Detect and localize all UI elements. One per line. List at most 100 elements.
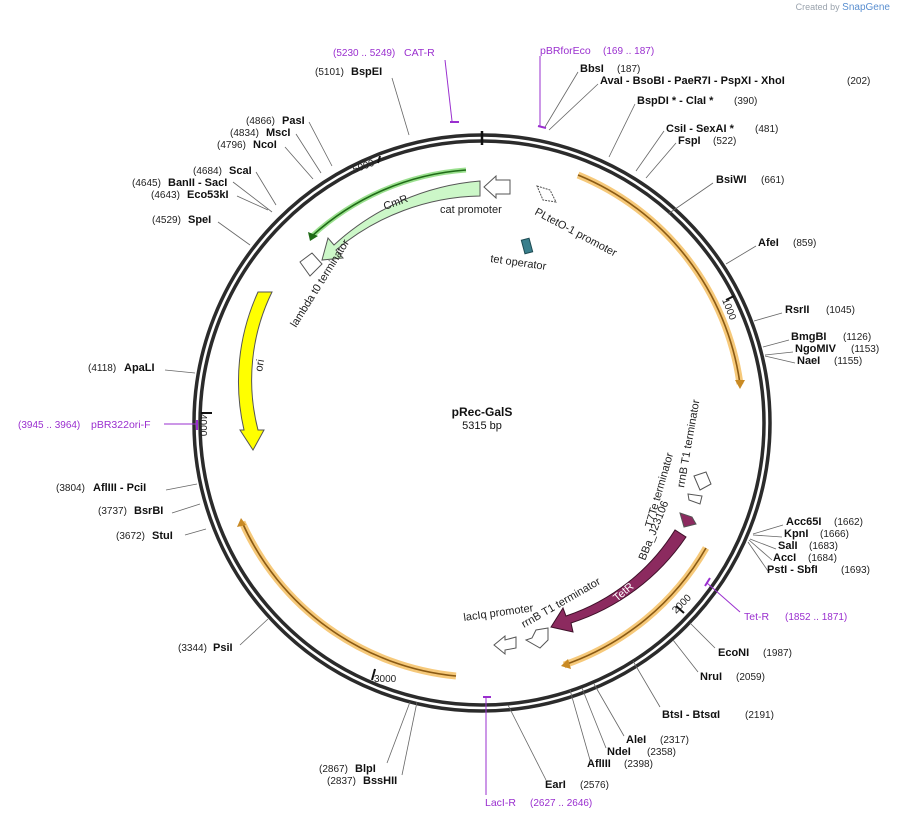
arrowhead-cmr-outline	[308, 232, 318, 241]
site-naei-pos: (1155)	[834, 356, 862, 367]
orange-feature-arc-bottom	[563, 547, 707, 666]
tet-operator-glyph	[520, 237, 534, 255]
site-nrui-pos: (2059)	[736, 672, 765, 683]
site-ngomiv-name: NgoMIV	[795, 343, 837, 355]
orange-feature-arc-right-glow	[576, 171, 744, 385]
site-stui-pos: (3672)	[116, 531, 145, 542]
site-kpni-name: KpnI	[784, 528, 808, 540]
site-bsrbi-name: BsrBI	[134, 505, 163, 517]
rrnb-t1-bottom-glyph	[524, 627, 549, 649]
brand-watermark: Created by SnapGene	[796, 2, 890, 13]
site-bmgbi-name: BmgBI	[791, 331, 826, 343]
tick-label-5000: 5000	[351, 158, 376, 176]
site-bsiwi-name: BsiWI	[716, 174, 747, 186]
primer-cat-r-range: (5230 .. 5249)	[333, 48, 395, 59]
site-rsrii-pos: (1045)	[826, 305, 855, 316]
primer-pbrforeco-range: (169 .. 187)	[603, 46, 654, 57]
site-ndei-name: NdeI	[607, 746, 631, 758]
site-apali-name: ApaLI	[124, 362, 155, 374]
plasmid-length: 5315 bp	[462, 420, 502, 432]
site-csii-name: CsiI - SexAI *	[666, 123, 735, 135]
ori-label: ori	[253, 358, 267, 372]
orange-feature-arc-left-glow	[238, 520, 457, 680]
site-apali-pos: (4118)	[88, 363, 116, 374]
site-alei-name: AleI	[626, 734, 646, 746]
site-fspi-pos: (522)	[713, 136, 736, 147]
site-ncoi-pos: (4796)	[217, 140, 246, 151]
tick-label-4000: 4000	[197, 414, 208, 437]
primer-tet-r-name: Tet-R	[744, 611, 770, 623]
site-bmgbi-pos: (1126)	[843, 332, 871, 343]
site-afliii-pcii-name: AflIII - PciI	[93, 482, 146, 494]
site-afliii-name: AflIII	[587, 758, 611, 770]
site-ngomiv-pos: (1153)	[851, 344, 879, 355]
cmr-gene-arrow	[321, 180, 481, 261]
primer-tet-r: Tet-R (1852 .. 1871)	[704, 577, 847, 623]
site-csii-pos: (481)	[755, 124, 778, 135]
cat-promoter-arrow	[483, 174, 511, 200]
laciq-promoter-arrow	[493, 634, 517, 656]
site-banii-name: BanII - SacI	[168, 177, 227, 189]
bba-j23106-glyph	[679, 512, 697, 528]
site-eco53ki-name: Eco53kI	[187, 189, 229, 201]
site-pasi-pos: (4866)	[246, 116, 275, 127]
site-ncoi-name: NcoI	[253, 139, 277, 151]
site-bbsi-name: BbsI	[580, 63, 604, 75]
rrnb-t1-top-glyph	[693, 471, 712, 491]
site-labels: (5101) BspEI BbsI (187) AvaI - BsoBI - P…	[56, 63, 879, 791]
site-sali-pos: (1683)	[809, 541, 838, 552]
primer-tet-r-range: (1852 .. 1871)	[785, 612, 847, 623]
site-econi-pos: (1987)	[763, 648, 792, 659]
site-bsiwi-pos: (661)	[761, 175, 784, 186]
cmr-outline-arc	[311, 169, 467, 237]
site-spei-pos: (4529)	[152, 215, 181, 226]
site-bsshii-pos: (2837)	[327, 776, 356, 787]
site-acci-pos: (1684)	[808, 553, 837, 564]
site-psti-pos: (1693)	[841, 565, 870, 576]
site-afliii-pos: (2398)	[624, 759, 653, 770]
site-leader-lines	[164, 71, 796, 781]
site-scai-pos: (4684)	[193, 166, 222, 177]
primer-pbrforeco-name: pBRforEco	[540, 45, 591, 57]
site-blpi-name: BlpI	[355, 763, 376, 775]
site-spei-name: SpeI	[188, 214, 211, 226]
site-naei-name: NaeI	[797, 355, 820, 367]
site-ndei-pos: (2358)	[647, 747, 676, 758]
tick-label-3000: 3000	[374, 674, 397, 685]
site-stui-name: StuI	[152, 530, 173, 542]
site-blpi-pos: (2867)	[319, 764, 348, 775]
site-btsi-name: BtsI - BtsαI	[662, 709, 720, 721]
site-bspei-pos: (5101)	[315, 67, 344, 78]
site-scai-name: ScaI	[229, 165, 252, 177]
site-fspi-name: FspI	[678, 135, 701, 147]
primer-pbrforeco: pBRforEco (169 .. 187)	[537, 45, 654, 129]
orange-feature-arc-left	[241, 521, 457, 677]
site-msci-name: MscI	[266, 127, 290, 139]
t7te-glyph	[687, 493, 703, 505]
arrowhead-orange-left	[237, 518, 246, 527]
scale-ticks	[201, 131, 735, 681]
arrowhead-orange-bottom	[561, 659, 571, 669]
site-btsi-pos: (2191)	[745, 710, 774, 721]
ori-arrow	[237, 291, 273, 451]
primer-cat-r-name: CAT-R	[404, 47, 435, 59]
site-kpni-pos: (1666)	[820, 529, 849, 540]
primer-laci-r: LacI-R (2627 .. 2646)	[483, 696, 592, 809]
lambda-t0-terminator-glyph	[299, 252, 323, 277]
site-avai-pos: (202)	[847, 76, 870, 87]
site-acci-name: AccI	[773, 552, 796, 564]
site-bspei-name: BspEI	[351, 66, 382, 78]
site-bsrbi-pos: (3737)	[98, 506, 127, 517]
primer-laci-r-range: (2627 .. 2646)	[530, 798, 592, 809]
site-avai-name: AvaI - BsoBI - PaeR7I - PspXI - XhoI	[600, 75, 785, 87]
site-afliii-pcii-pos: (3804)	[56, 483, 85, 494]
site-eari-name: EarI	[545, 779, 566, 791]
site-psii-pos: (3344)	[178, 643, 207, 654]
site-psii-name: PsiI	[213, 642, 233, 654]
orange-feature-arc-right	[577, 174, 741, 385]
site-eari-pos: (2576)	[580, 780, 609, 791]
site-rsrii-name: RsrII	[785, 304, 809, 316]
site-afei-name: AfeI	[758, 237, 779, 249]
site-pasi-name: PasI	[282, 115, 305, 127]
